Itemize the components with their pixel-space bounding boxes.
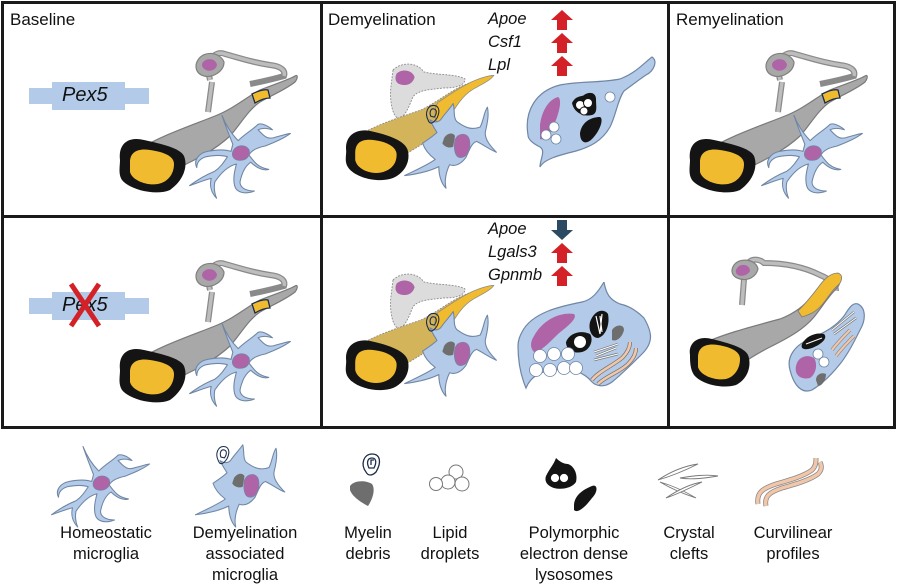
- down-arrow-icon: [551, 220, 573, 240]
- legend-line: microglia: [211, 566, 279, 584]
- pex5-gene-box: [52, 82, 125, 110]
- up-arrow-icon: [551, 266, 573, 286]
- foamy-microglia: [526, 56, 656, 168]
- panel-title-demyelination: Demyelination: [328, 10, 436, 29]
- lysosomes-icon: [545, 458, 597, 512]
- panel-title-remyelination: Remyelination: [676, 10, 784, 29]
- legend-line: Curvilinear: [753, 524, 833, 542]
- homeostatic-microglia: [752, 110, 872, 200]
- legend-line: Polymorphic: [528, 524, 620, 542]
- gene-apoe: Apoe: [488, 10, 527, 28]
- foamy-microglia-enlarged: [517, 282, 652, 390]
- legend-line: lysosomes: [535, 566, 613, 584]
- failed-remyelination-axon: [689, 256, 842, 387]
- panel-title-baseline: Baseline: [10, 10, 76, 29]
- knockout-x-icon: [68, 282, 102, 328]
- legend-line: Crystal: [663, 524, 715, 542]
- legend-label-homeostatic-microglia: Homeostatic microglia: [60, 523, 152, 565]
- panel-grid: [1, 1, 896, 429]
- legend-line: Myelin: [344, 524, 392, 542]
- legend-line: Lipid: [432, 524, 468, 542]
- pex5-label: Pex5: [62, 84, 108, 106]
- legend-line: clefts: [669, 545, 709, 563]
- homeostatic-microglia: [180, 110, 300, 200]
- legend-label-lipid-droplets: Lipid droplets: [421, 523, 480, 565]
- myelin-debris-icon: [350, 453, 381, 506]
- up-arrow-icon: [551, 56, 573, 76]
- legend-label-demyelination-microglia: Demyelination associated microglia: [193, 523, 298, 586]
- gene-lgals3: Lgals3: [488, 243, 537, 261]
- demyelination-microglia: [400, 100, 510, 190]
- up-arrow-icon: [551, 243, 573, 263]
- homeostatic-microglia: [180, 318, 300, 408]
- phagocytic-microglia: [788, 303, 865, 392]
- legend-label-lysosomes: Polymorphic electron dense lysosomes: [520, 523, 628, 586]
- gene-csf1: Csf1: [488, 33, 522, 51]
- gene-gpnmb: Gpnmb: [488, 266, 543, 284]
- legend-label-curvilinear-profiles: Curvilinear profiles: [754, 523, 833, 565]
- legend-line: associated: [205, 545, 285, 563]
- legend-line: debris: [345, 545, 391, 563]
- legend-line: Demyelination: [192, 524, 298, 542]
- gene-lpl: Lpl: [488, 56, 511, 74]
- up-arrow-icon: [551, 10, 573, 30]
- legend-line: profiles: [766, 545, 820, 563]
- demyelination-microglia: [400, 308, 510, 398]
- grid-divider: [4, 215, 893, 218]
- crystal-clefts-icon: [657, 463, 719, 499]
- legend-line: Homeostatic: [60, 524, 152, 542]
- demyelination-microglia-icon: [192, 440, 297, 530]
- lipid-droplets-icon: [429, 464, 470, 492]
- gene-apoe: Apoe: [488, 220, 527, 238]
- legend-label-myelin-debris: Myelin debris: [344, 523, 392, 565]
- up-arrow-icon: [551, 33, 573, 53]
- legend-line: microglia: [72, 545, 140, 563]
- curvilinear-profiles-icon: [755, 457, 824, 507]
- legend-line: electron dense: [519, 545, 629, 563]
- legend-label-crystal-clefts: Crystal clefts: [663, 523, 714, 565]
- legend-line: droplets: [420, 545, 480, 563]
- homeostatic-microglia-icon: [48, 440, 153, 530]
